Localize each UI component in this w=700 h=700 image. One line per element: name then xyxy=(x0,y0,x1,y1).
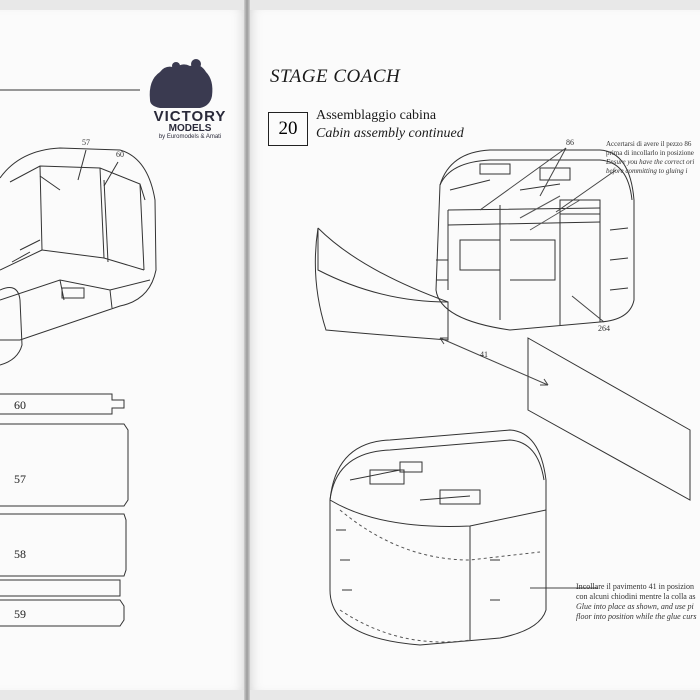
brand-logo: VICTORY MODELS by Euromodels & Amati xyxy=(140,108,240,140)
right-page xyxy=(248,10,700,690)
note-floor-glue: Incollare il pavimento 41 in posizion co… xyxy=(576,582,696,622)
note-orientation: Accertarsi di avere il pezzo 86 prima di… xyxy=(606,140,694,176)
note-bottom-it-1: Incollare il pavimento 41 in posizion xyxy=(576,582,694,591)
callout-264: 264 xyxy=(598,324,610,333)
note-bottom-en-1: Glue into place as shown, and use pi xyxy=(576,602,694,611)
note-bottom-en-2: floor into position while the glue curs xyxy=(576,612,697,621)
note-top-en-2: before committing to gluing i xyxy=(606,167,688,175)
step-number-box: 20 xyxy=(268,112,308,146)
note-top-it-1: Accertarsi di avere il pezzo 86 xyxy=(606,140,692,148)
callout-86: 86 xyxy=(566,138,574,147)
cabin-interior-drawing xyxy=(0,147,157,366)
brand-logo-silhouette xyxy=(149,59,213,108)
brand-name: VICTORY xyxy=(153,108,227,125)
note-top-en-1: Ensure you have the correct ori xyxy=(606,158,695,166)
note-bottom-it-2: con alcuni chiodini mentre la colla as xyxy=(576,592,696,601)
page-title: STAGE COACH xyxy=(270,66,401,87)
callout-60: 60 xyxy=(116,150,124,159)
cabin-assembly-top xyxy=(435,149,635,331)
step-title-english: Cabin assembly continued xyxy=(316,126,464,141)
brand-sub: MODELS xyxy=(168,123,212,134)
part-label-59: 59 xyxy=(14,607,26,621)
floor-panel-41 xyxy=(527,337,691,501)
step-title-italian: Assemblaggio cabina xyxy=(316,108,437,123)
curved-side-panel xyxy=(314,227,449,341)
callout-57: 57 xyxy=(82,138,90,147)
part-label-60: 60 xyxy=(14,398,26,412)
left-page xyxy=(0,10,246,690)
part-label-57: 57 xyxy=(14,472,26,486)
note-top-it-2: prima di incollarlo in posizione xyxy=(606,149,694,157)
part-label-58: 58 xyxy=(14,547,26,561)
flat-parts xyxy=(0,393,129,627)
callout-41: 41 xyxy=(480,350,488,359)
step-number: 20 xyxy=(278,118,298,139)
brand-by: by Euromodels & Amati xyxy=(158,134,222,140)
book-gutter xyxy=(244,0,250,700)
cabin-assembly-bottom xyxy=(329,429,547,646)
